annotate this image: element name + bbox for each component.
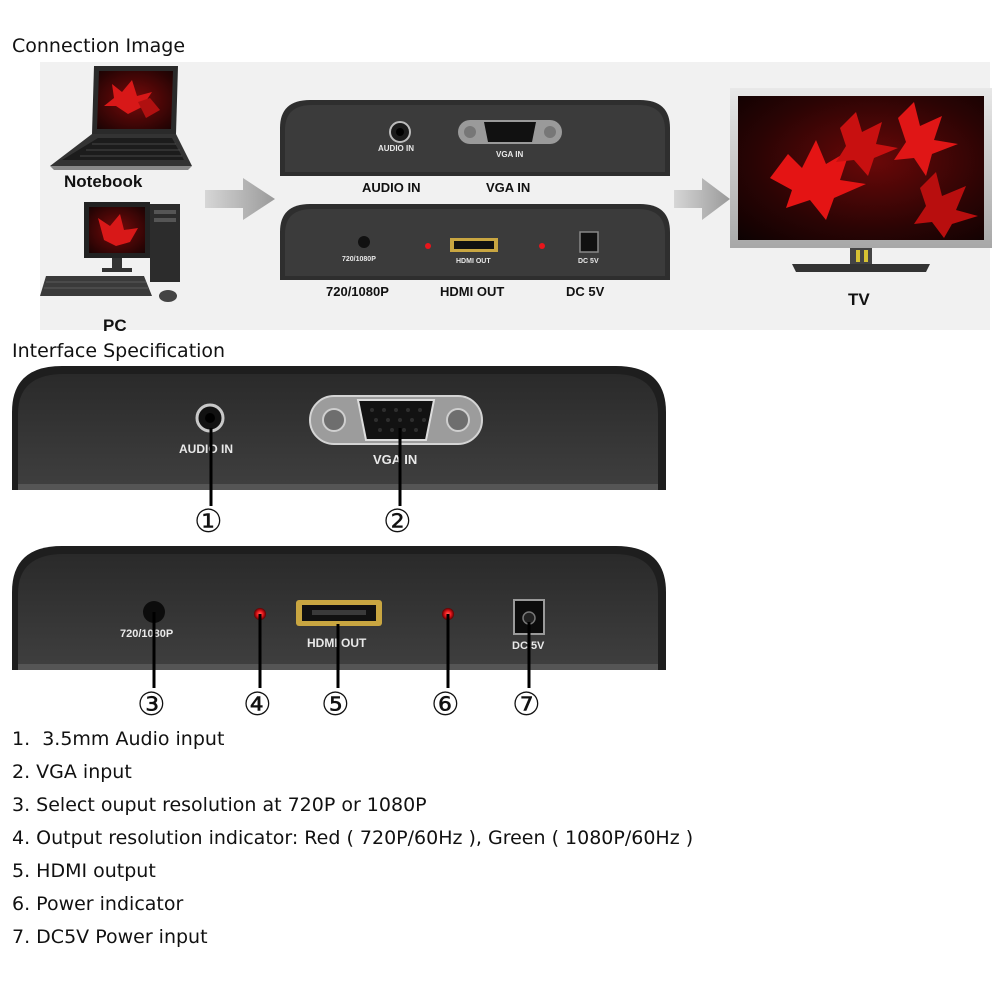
small-audio-port-label: AUDIO IN xyxy=(378,144,414,153)
connection-image-title: Connection Image xyxy=(12,35,186,57)
caption-vga-in: VGA IN xyxy=(486,180,531,195)
caption-hdmi-out: HDMI OUT xyxy=(440,284,505,299)
spec-item-3: 3. Select ouput resolution at 720P or 10… xyxy=(12,794,427,816)
converter-bottom-panel-small xyxy=(280,204,670,280)
caption-audio-in: AUDIO IN xyxy=(362,180,421,195)
callout-5: ⑤ xyxy=(321,685,350,723)
arrow-right-icon-2 xyxy=(674,178,730,220)
interface-specification-title: Interface Specification xyxy=(12,340,226,362)
small-dc-port-label: DC 5V xyxy=(578,258,599,265)
small-hdmi-port-label: HDMI OUT xyxy=(456,258,491,265)
callout-6: ⑥ xyxy=(431,685,460,723)
caption-720-1080p: 720/1080P xyxy=(326,284,389,299)
small-vga-port-label: VGA IN xyxy=(496,150,524,159)
callout-7: ⑦ xyxy=(512,685,541,723)
callout-1: ① xyxy=(194,502,223,540)
notebook-illustration xyxy=(50,66,192,170)
resolution-switch-label: 720/1080P xyxy=(120,628,174,640)
pc-illustration xyxy=(40,202,180,302)
converter-top-panel xyxy=(12,366,666,490)
pc-label: PC xyxy=(103,316,127,335)
vga-in-port-label: VGA IN xyxy=(373,452,418,467)
spec-item-1: 1. 3.5mm Audio input xyxy=(12,728,225,750)
callout-4: ④ xyxy=(243,685,272,723)
converter-top-panel-small xyxy=(280,100,670,176)
tv-label: TV xyxy=(848,290,870,309)
converter-bottom-panel xyxy=(12,546,666,670)
spec-item-6: 6. Power indicator xyxy=(12,893,184,915)
spec-item-4: 4. Output resolution indicator: Red ( 72… xyxy=(12,827,694,849)
callout-3: ③ xyxy=(137,685,166,723)
tv-illustration xyxy=(730,88,992,272)
small-switch-port-label: 720/1080P xyxy=(342,256,376,263)
notebook-label: Notebook xyxy=(64,172,143,191)
spec-item-2: 2. VGA input xyxy=(12,761,132,783)
spec-item-7: 7. DC5V Power input xyxy=(12,926,208,948)
arrow-right-icon xyxy=(205,178,275,220)
spec-item-5: 5. HDMI output xyxy=(12,860,156,882)
caption-dc-5v: DC 5V xyxy=(566,284,605,299)
audio-in-port-label: AUDIO IN xyxy=(179,442,233,456)
callout-2: ② xyxy=(383,502,412,540)
